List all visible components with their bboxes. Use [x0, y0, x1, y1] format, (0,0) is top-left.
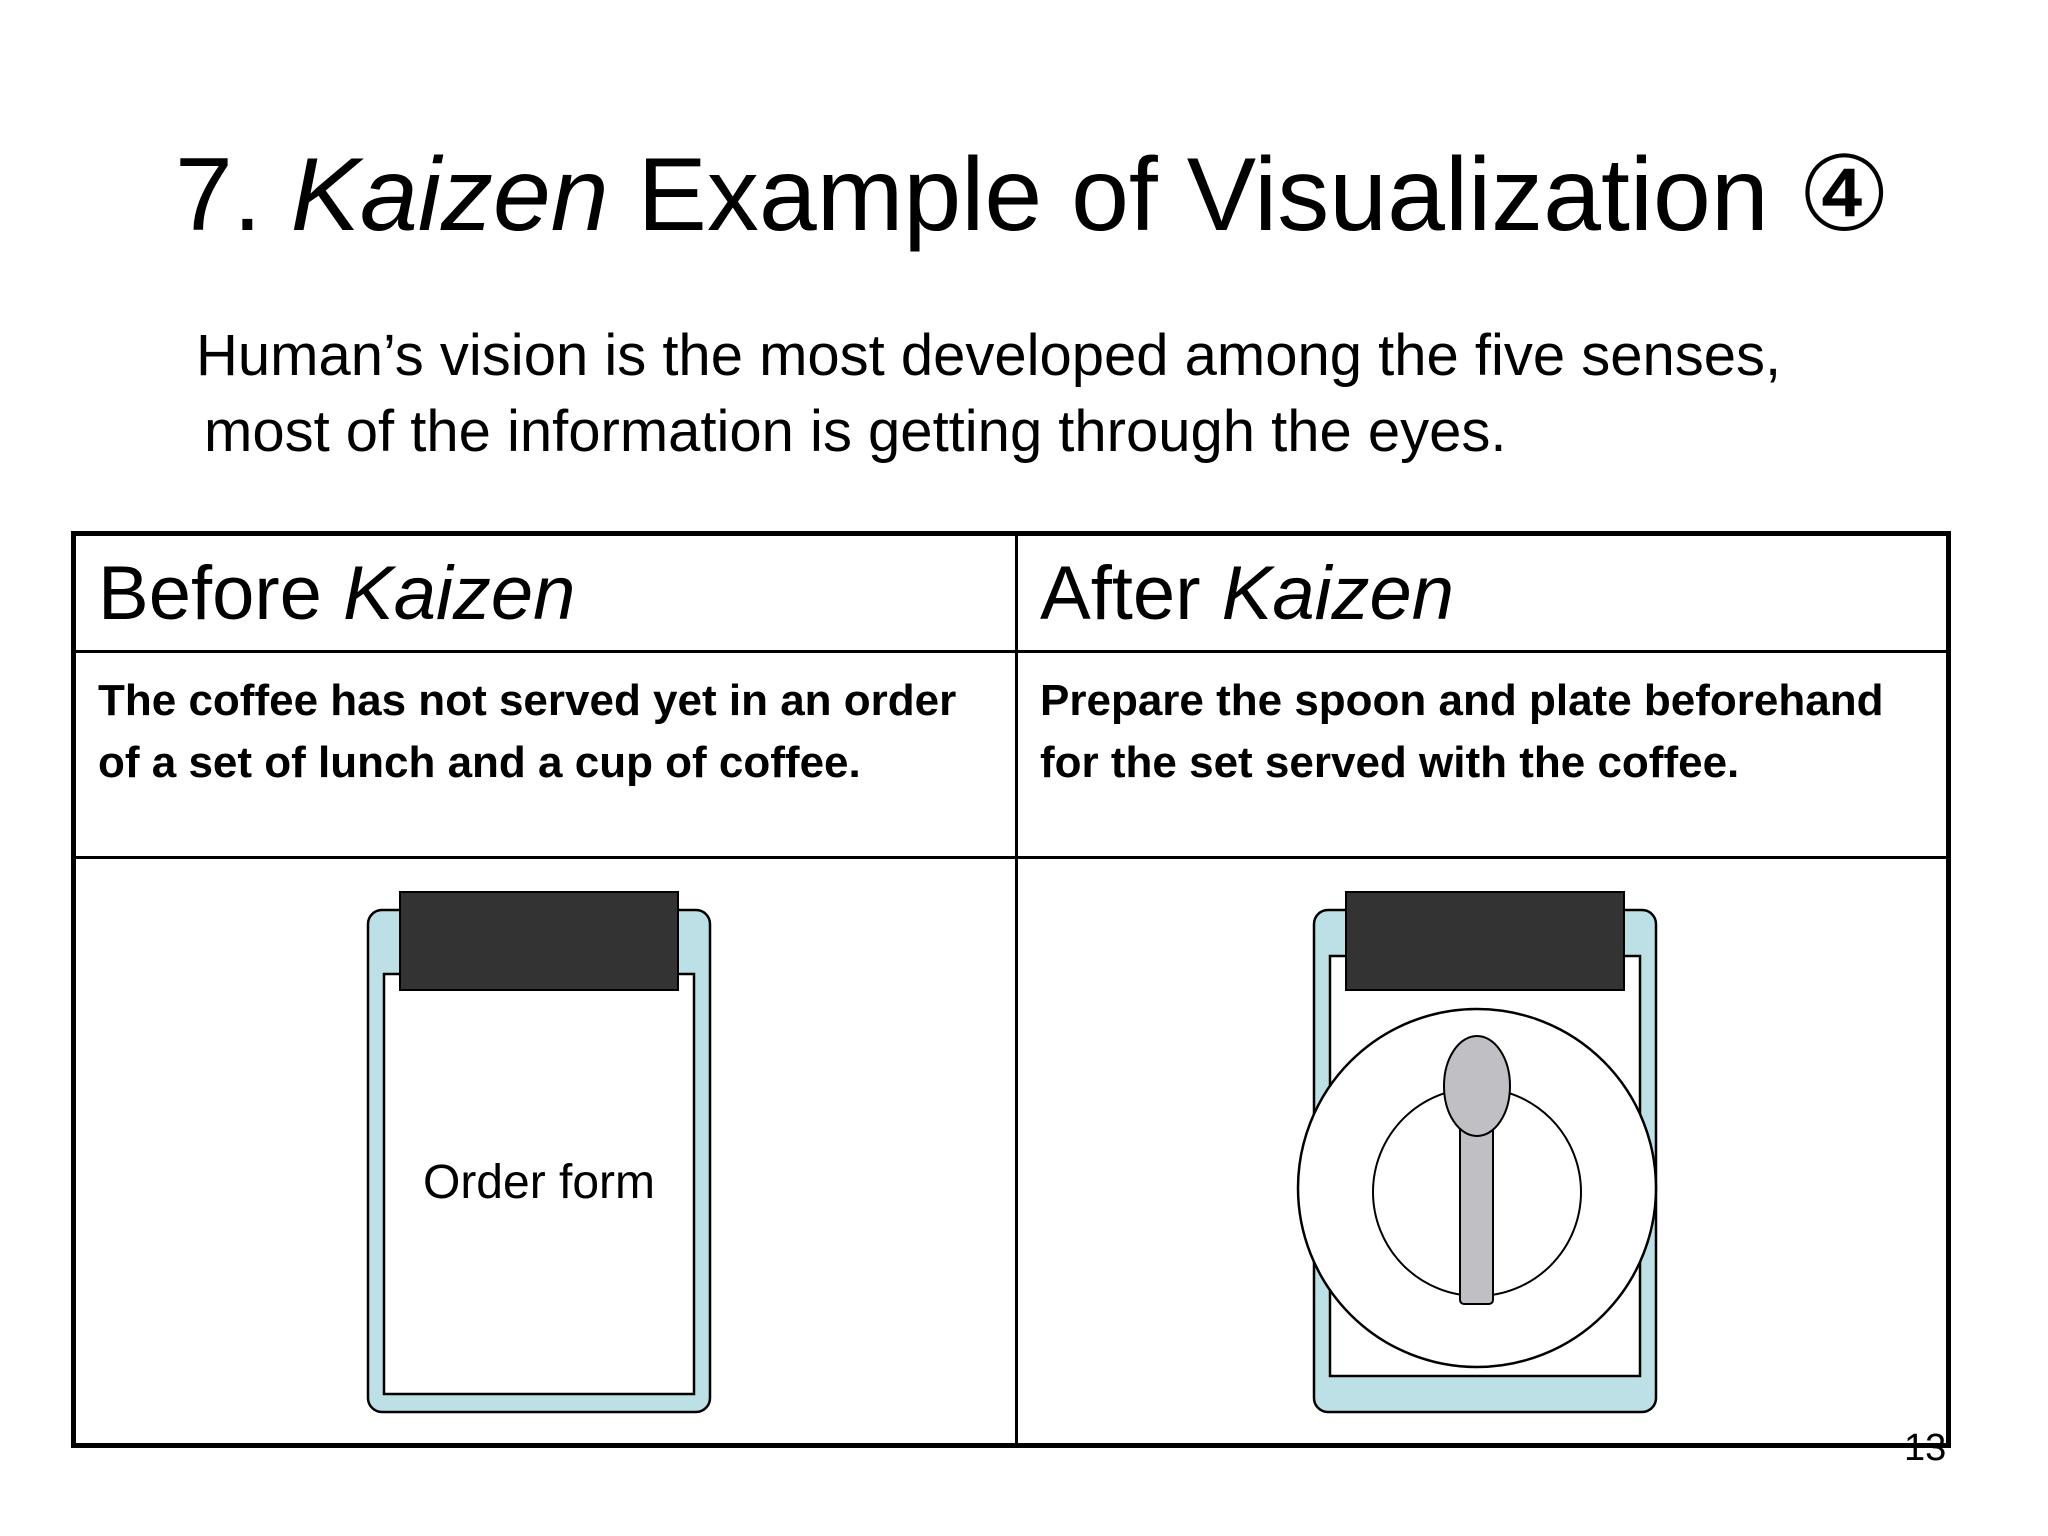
before-heading: Before Kaizen	[76, 536, 1015, 652]
intro-text: Human’s vision is the most developed amo…	[196, 318, 1976, 470]
title-rest: Example of Visualization	[637, 137, 1769, 253]
title-number: 7.	[175, 137, 262, 253]
before-description: The coffee has not served yet in an orde…	[98, 676, 957, 787]
title-keyword: Kaizen	[290, 137, 609, 253]
before-heading-keyword: Kaizen	[343, 551, 576, 636]
order-form-label: Order form	[423, 1156, 655, 1209]
after-heading-prefix: After	[1040, 551, 1201, 636]
title-circled-number: ④	[1797, 137, 1891, 253]
intro-line-2: most of the information is getting throu…	[204, 399, 1507, 464]
clipboard-clip-after	[1345, 891, 1625, 991]
table-divider-description	[76, 856, 1946, 859]
after-description: Prepare the spoon and plate beforehand f…	[1040, 676, 1884, 787]
page-number: 13	[1904, 1427, 1947, 1469]
after-heading: After Kaizen	[1018, 536, 1948, 652]
slide-title: 7. Kaizen Example of Visualization ④	[175, 130, 1935, 260]
table-divider-column	[1015, 536, 1018, 1443]
table-divider-header	[76, 650, 1946, 653]
before-heading-prefix: Before	[98, 551, 322, 636]
clipboard-clip	[399, 891, 679, 991]
spoon-handle	[1459, 1117, 1494, 1305]
intro-line-1: Human’s vision is the most developed amo…	[196, 323, 1782, 388]
spoon-icon	[1443, 1035, 1511, 1305]
after-heading-keyword: Kaizen	[1221, 551, 1455, 636]
order-form-paper	[382, 972, 696, 1396]
clipboard-with-plate-icon	[1296, 891, 1658, 1414]
clipboard-icon: Order form	[366, 891, 712, 1414]
comparison-table: Before Kaizen After Kaizen The coffee ha…	[71, 531, 1951, 1448]
spoon-bowl	[1443, 1035, 1511, 1137]
